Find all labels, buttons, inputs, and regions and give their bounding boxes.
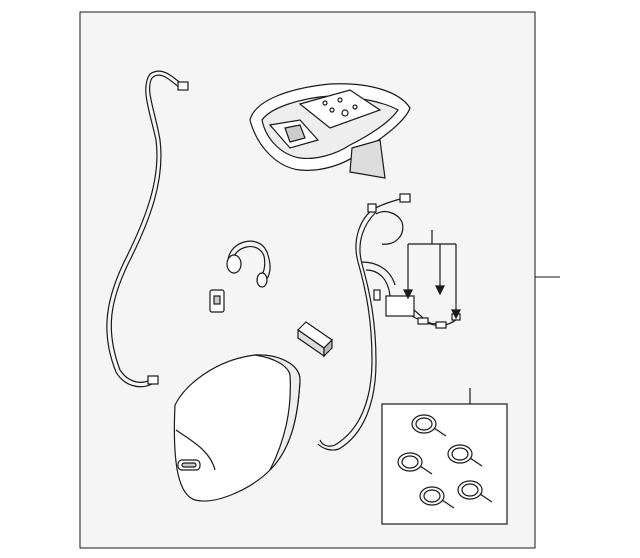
pad-icon	[297, 321, 333, 358]
overhead-console-icon	[249, 83, 411, 179]
cable-tie-icon	[457, 480, 493, 503]
wire-harness-icon	[106, 70, 189, 388]
cover-icon	[173, 354, 301, 502]
remote-icon	[209, 289, 225, 313]
cable-tie-icon	[397, 452, 433, 475]
cable-ties-kit	[381, 388, 508, 525]
cable-tie-icon	[419, 486, 455, 509]
cable-tie-icon	[411, 414, 447, 437]
module-harness-icon	[317, 193, 461, 451]
cable-tie-icon	[447, 444, 483, 467]
headphones-icon	[226, 240, 271, 288]
